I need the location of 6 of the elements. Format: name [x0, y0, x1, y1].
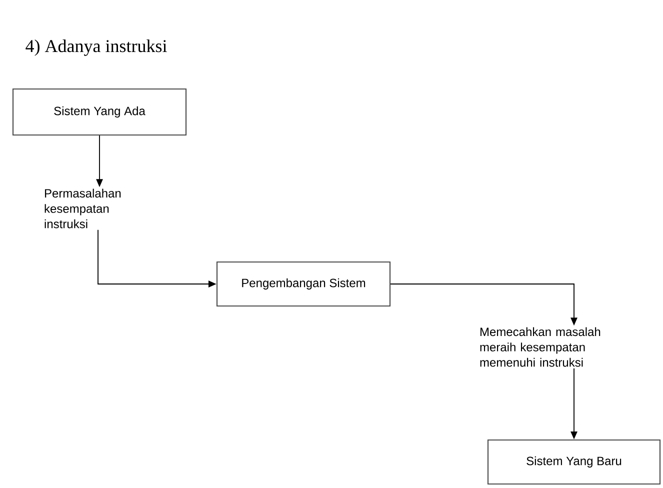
process-box: Sistem Yang Baru	[487, 439, 661, 485]
process-box: Pengembangan Sistem	[216, 261, 391, 307]
process-box: Sistem Yang Ada	[12, 88, 187, 136]
flow-text: Permasalahan kesempatan instruksi	[44, 188, 121, 228]
heading: 4) Adanya instruksi	[26, 40, 167, 56]
flow-text: Memecahkan masalah meraih kesempatan memenuhi instruksi	[480, 327, 600, 367]
